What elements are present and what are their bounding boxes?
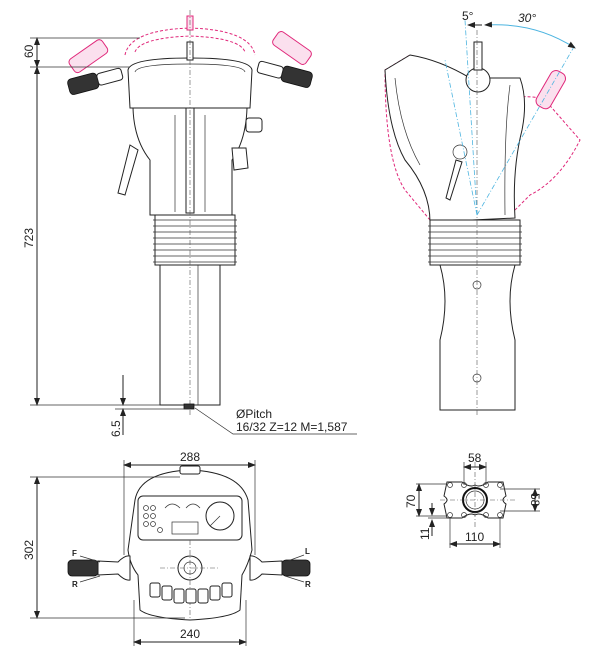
label-l: L	[305, 547, 310, 556]
dim-58-top: 58	[468, 451, 482, 465]
right-lever	[231, 147, 249, 171]
angle-5: 5°	[462, 9, 474, 23]
dim-723: 723	[22, 228, 36, 248]
dim-240: 240	[180, 627, 200, 641]
front-view: 60 723 6.5 ØPitch 16/32 Z=12 M=1,587	[22, 10, 357, 437]
left-side-grip	[67, 67, 124, 95]
pitch-label: ØPitch	[236, 407, 272, 421]
lever-side	[445, 159, 463, 201]
left-lever	[117, 144, 139, 196]
shaft-side	[439, 264, 516, 411]
dim-58-right: 58	[528, 493, 542, 507]
bellows	[153, 214, 237, 266]
side-view: 5° 30°	[384, 9, 581, 415]
label-r-right: R	[305, 580, 311, 589]
bellows-side	[428, 219, 522, 266]
label-f: F	[72, 549, 77, 558]
dim-110: 110	[465, 530, 484, 544]
left-grip	[67, 555, 131, 581]
plan-view: F R L R 288 302 240	[22, 450, 311, 646]
dim-70: 70	[404, 494, 418, 508]
angle-30: 30°	[518, 11, 536, 25]
label-r-left: R	[72, 580, 78, 589]
dim-6-5: 6.5	[109, 420, 123, 437]
dim-302: 302	[22, 540, 36, 560]
switch-row	[149, 582, 233, 604]
top-button	[465, 67, 491, 93]
handle-body-side	[384, 54, 526, 223]
right-grip	[249, 555, 311, 581]
right-side-grip	[256, 60, 313, 88]
dim-60: 60	[22, 44, 36, 58]
dim-11: 11	[418, 527, 432, 540]
dim-288: 288	[180, 450, 200, 464]
pitch-spec: 16/32 Z=12 M=1,587	[236, 420, 348, 434]
led-grid	[143, 505, 163, 533]
flange-view: 58 70 58 11 110	[404, 451, 542, 548]
